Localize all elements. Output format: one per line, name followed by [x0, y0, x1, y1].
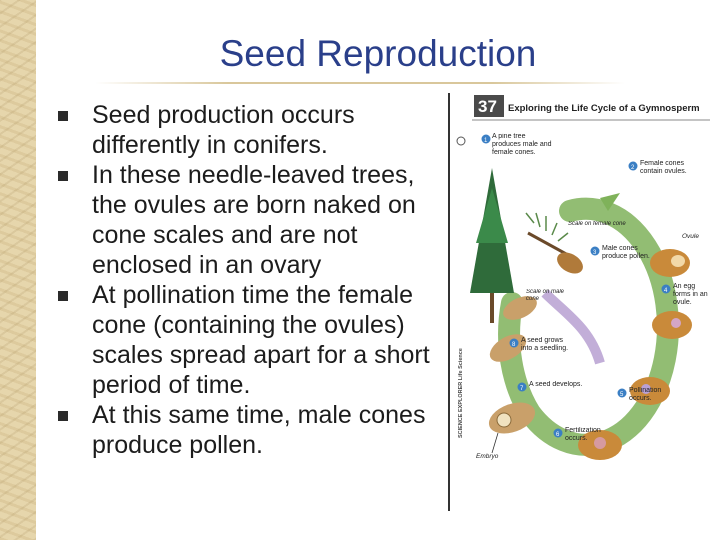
female-cone-icon — [557, 252, 583, 274]
svg-text:2: 2 — [631, 165, 635, 171]
square-bullet-icon — [58, 111, 68, 121]
bullet-item: At this same time, male cones produce po… — [56, 400, 446, 460]
step-8-text: A seed grows into a seedling. — [521, 337, 569, 352]
step-7-circle — [517, 382, 527, 392]
gymnosperm-life-cycle-figure: 37 Exploring the Life Cycle of a Gymnosp… — [448, 93, 712, 511]
svg-text:7: 7 — [520, 386, 524, 392]
bullet-item: Seed production occurs differently in co… — [56, 100, 446, 160]
title-divider — [95, 82, 625, 84]
pine-needles — [525, 212, 569, 242]
step-3-text: Male cones produce pollen. — [602, 245, 650, 260]
step-2-text: Female cones contain ovules. — [640, 160, 687, 175]
step-3-circle — [590, 246, 600, 256]
bullet-text: Seed production occurs differently in co… — [92, 101, 355, 159]
cycle-arrow — [498, 197, 679, 456]
step-1-circle — [481, 134, 491, 144]
male-cone-scale-icon — [503, 296, 537, 320]
pine-trunk — [490, 283, 494, 323]
step-7-text: A seed develops. — [529, 381, 583, 388]
square-bullet-icon — [58, 411, 68, 421]
label-scale-male: Scale on male cone — [526, 289, 565, 302]
label-scale-female: Scale on female cone — [568, 221, 626, 227]
bullet-text: At this same time, male cones produce po… — [92, 401, 426, 459]
bullet-list: Seed production occurs differently in co… — [56, 100, 446, 460]
svg-text:4: 4 — [664, 288, 668, 294]
svg-text:1: 1 — [484, 138, 488, 144]
embryo-pointer — [491, 432, 499, 454]
cycle-arrowhead — [600, 193, 620, 211]
bullet-item: At pollination time the female cone (con… — [56, 280, 446, 400]
figure-number-box — [474, 95, 504, 117]
figure-title: Exploring the Life Cycle of a Gymnosperm — [508, 103, 700, 114]
bullet-item: In these needle-leaved trees, the ovules… — [56, 160, 446, 280]
pine-branch — [527, 231, 569, 257]
step-5-circle — [617, 388, 627, 398]
step-8-circle — [509, 338, 519, 348]
bullet-text: In these needle-leaved trees, the ovules… — [92, 161, 416, 279]
step-2-circle — [628, 161, 638, 171]
pollen-stream — [541, 289, 605, 365]
side-credit: SCIENCE EXPLORER Life Science — [458, 348, 464, 438]
svg-text:6: 6 — [556, 432, 560, 438]
recycle-icon — [456, 136, 466, 146]
label-ovule: Ovule — [682, 233, 699, 240]
bullet-text: At pollination time the female cone (con… — [92, 281, 430, 399]
svg-text:3: 3 — [593, 250, 597, 256]
step-1-text: A pine tree produces male and female con… — [492, 133, 552, 156]
square-bullet-icon — [58, 291, 68, 301]
parchment-border — [0, 0, 36, 540]
step-4-circle — [661, 284, 671, 294]
step-4-text: An egg forms in an ovule. — [673, 283, 708, 306]
embryo-icon — [496, 412, 512, 428]
step-6-circle — [553, 428, 563, 438]
svg-text:8: 8 — [512, 342, 516, 348]
slide-title: Seed Reproduction — [219, 33, 537, 74]
step-5-text: Pollination occurs. — [629, 387, 662, 402]
life-cycle-diagram: 37 Exploring the Life Cycle of a Gymnosp… — [456, 95, 710, 460]
step-6-text: Fertilization occurs. — [565, 427, 601, 442]
svg-text:5: 5 — [620, 392, 624, 398]
square-bullet-icon — [58, 171, 68, 181]
label-embryo: Embryo — [476, 453, 499, 460]
figure-number: 37 — [478, 97, 497, 116]
